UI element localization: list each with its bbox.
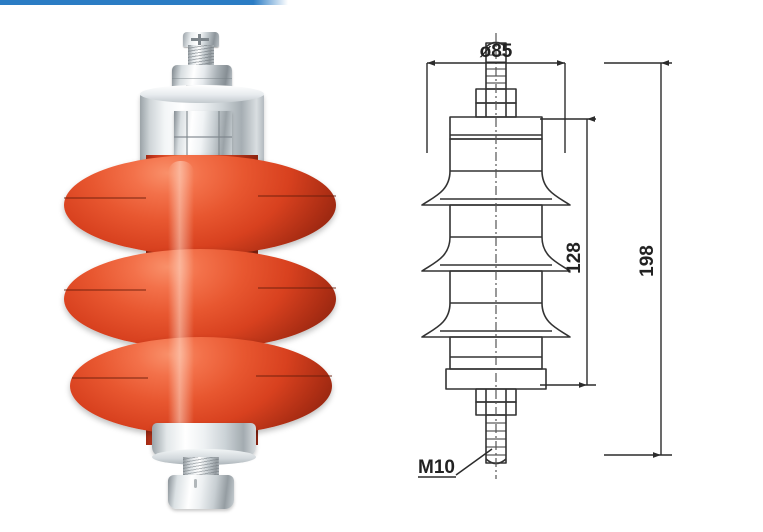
product-photo [0,5,400,532]
drawing-stud-top-dome [485,41,507,48]
shed-seam [258,287,336,289]
product-photo-pane [0,5,400,532]
dimension-drawing: ø85 128 198 M10 [418,33,672,479]
weather-shed-2 [64,249,336,349]
dimension-height-housing [540,116,596,388]
weather-shed-3 [70,337,332,435]
callout-thread-spec [418,448,493,478]
shed-seam [64,289,146,291]
dimension-label-height-overall: 198 [637,245,658,277]
metal-end-cap-top-face [140,85,264,103]
dimension-height-overall [604,60,672,458]
hex-nut-bottom-notch [194,479,197,488]
shed-seam [256,375,332,377]
shed-seam [64,197,146,199]
hex-nut-bottom [168,475,234,509]
drawing-shed-3 [421,270,571,338]
dimension-label-diameter: ø85 [480,41,513,62]
callout-leader-line [455,448,493,476]
housing-gloss-highlight [168,161,194,441]
nut-edge-right [218,111,220,163]
dimension-label-height-housing: 128 [564,242,585,274]
shed-seam [258,195,336,197]
dimension-diameter [426,60,566,153]
phillips-cross-horizontal-icon [191,38,209,41]
nut-stack [174,111,232,163]
drawing-shed-1 [421,138,571,206]
weather-shed-1 [64,155,336,255]
accent-bar [0,0,288,5]
callout-label-thread-spec: M10 [418,457,455,478]
nut-edge-left [186,111,188,163]
drawing-shed-2 [421,204,571,272]
shed-seam [72,377,148,379]
dimension-drawing-pane: ø85 128 198 M10 [400,5,763,532]
